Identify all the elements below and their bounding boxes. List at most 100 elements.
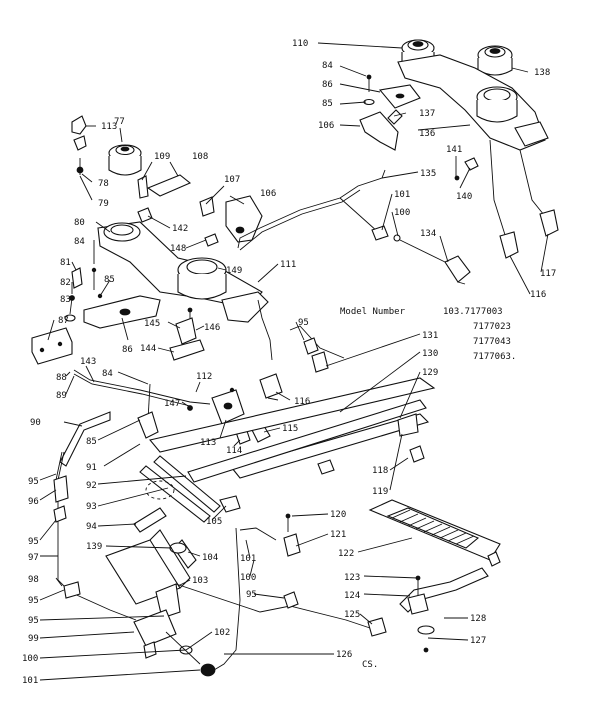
callout-84: 84	[322, 61, 333, 71]
gas-tubing	[73, 139, 559, 445]
callout-95: 95	[28, 596, 39, 606]
callout-131: 131	[422, 331, 438, 341]
callout-135: 135	[420, 169, 436, 179]
model-number-heading: Model Number	[340, 307, 406, 317]
callout-96: 96	[28, 497, 39, 507]
callout-113: 113	[101, 122, 117, 132]
callout-106: 106	[318, 121, 334, 131]
right-burner-assembly	[359, 39, 549, 181]
callout-102: 102	[214, 628, 230, 638]
callout-128: 128	[470, 614, 486, 624]
model-number-3: 7177043	[473, 337, 511, 347]
callout-101: 101	[22, 676, 38, 686]
callout-84: 84	[74, 237, 85, 247]
callout-130: 130	[422, 349, 438, 359]
model-number-block: Model Number 103.7177003 7177023 7177043…	[340, 307, 516, 362]
model-number-4: 7177063.	[473, 352, 516, 362]
callout-118: 118	[372, 466, 388, 476]
callout-100: 100	[394, 208, 410, 218]
callout-88: 88	[56, 373, 67, 383]
callout-121: 121	[330, 530, 346, 540]
callout-122: 122	[338, 549, 354, 559]
callout-101: 101	[240, 554, 256, 564]
callout-140: 140	[456, 192, 472, 202]
callout-101: 101	[394, 190, 410, 200]
callout-117: 117	[540, 269, 556, 279]
callout-86: 86	[322, 80, 333, 90]
callout-120: 120	[330, 510, 346, 520]
callout-95: 95	[28, 537, 39, 547]
callout-134: 134	[420, 229, 436, 239]
callout-104: 104	[202, 553, 218, 563]
callout-119: 119	[372, 487, 388, 497]
footer-code: CS.	[362, 660, 378, 670]
callout-137: 137	[419, 109, 435, 119]
callout-148: 148	[170, 244, 186, 254]
callout-82: 82	[60, 278, 71, 288]
left-thermostat-line	[53, 451, 387, 677]
callout-81: 81	[60, 258, 71, 268]
callout-112: 112	[196, 372, 212, 382]
callout-99: 99	[28, 634, 39, 644]
callout-77: 77	[114, 117, 125, 127]
callout-92: 92	[86, 481, 97, 491]
callout-79: 79	[98, 199, 109, 209]
callout-85: 85	[322, 99, 333, 109]
callout-93: 93	[86, 502, 97, 512]
callout-116: 116	[530, 290, 546, 300]
callout-87: 87	[58, 316, 69, 326]
callout-115: 115	[282, 424, 298, 434]
callout-116: 116	[294, 397, 310, 407]
manifold-burner-tubes	[59, 377, 436, 620]
callout-129: 129	[422, 368, 438, 378]
callout-106: 106	[260, 189, 276, 199]
callout-138: 138	[534, 68, 550, 78]
callout-114: 114	[226, 446, 242, 456]
callout-83: 83	[60, 295, 71, 305]
callout-149: 149	[226, 266, 242, 276]
broiler-burner	[368, 499, 501, 653]
callout-84: 84	[102, 369, 113, 379]
callout-105: 105	[206, 517, 222, 527]
callout-86: 86	[122, 345, 133, 355]
callout-95: 95	[28, 477, 39, 487]
callout-110: 110	[292, 39, 308, 49]
callout-123: 123	[344, 573, 360, 583]
callout-labels: 110 138 84 86 85 137 106 136 113 77 109 …	[22, 39, 556, 686]
left-burner-assembly	[31, 115, 269, 365]
callout-107: 107	[224, 175, 240, 185]
callout-126: 126	[336, 650, 352, 660]
callout-108: 108	[192, 152, 208, 162]
callout-144: 144	[140, 344, 156, 354]
callout-141: 141	[446, 145, 462, 155]
callout-109: 109	[154, 152, 170, 162]
callout-98: 98	[28, 575, 39, 585]
callout-78: 78	[98, 179, 109, 189]
callout-147: 147	[164, 399, 180, 409]
callout-124: 124	[344, 591, 360, 601]
callout-145: 145	[144, 319, 160, 329]
callout-139: 139	[86, 542, 102, 552]
leader-lines	[39, 42, 549, 681]
callout-100: 100	[22, 654, 38, 664]
callout-100: 100	[240, 573, 256, 583]
model-number-1: 103.7177003	[443, 307, 503, 317]
model-number-2: 7177023	[473, 322, 511, 332]
callout-89: 89	[56, 391, 67, 401]
callout-113: 113	[200, 438, 216, 448]
callout-80: 80	[74, 218, 85, 228]
callout-127: 127	[470, 636, 486, 646]
callout-85: 85	[86, 437, 97, 447]
callout-146: 146	[204, 323, 220, 333]
callout-95: 95	[28, 616, 39, 626]
callout-136: 136	[419, 129, 435, 139]
callout-125: 125	[344, 610, 360, 620]
callout-90: 90	[30, 418, 41, 428]
callout-143: 143	[80, 357, 96, 367]
callout-94: 94	[86, 522, 97, 532]
callout-85: 85	[104, 275, 115, 285]
callout-95: 95	[246, 590, 257, 600]
callout-91: 91	[86, 463, 97, 473]
callout-97: 97	[28, 553, 39, 563]
